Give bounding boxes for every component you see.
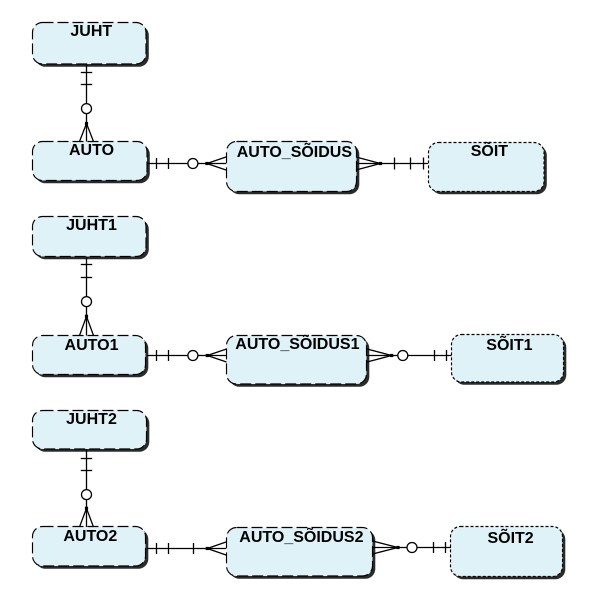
svg-text:AUTO_SÕIDUS2: AUTO_SÕIDUS2 <box>239 526 363 546</box>
svg-text:JUHT: JUHT <box>70 23 112 40</box>
svg-text:JUHT2: JUHT2 <box>66 411 117 428</box>
svg-text:AUTO2: AUTO2 <box>63 528 117 545</box>
svg-text:JUHT1: JUHT1 <box>66 217 117 234</box>
svg-text:AUTO1: AUTO1 <box>65 337 119 354</box>
svg-text:SÕIT: SÕIT <box>471 140 509 160</box>
svg-text:AUTO_SÕIDUS1: AUTO_SÕIDUS1 <box>235 333 359 353</box>
svg-text:AUTO_SÕIDUS: AUTO_SÕIDUS <box>237 141 353 161</box>
svg-text:SÕIT1: SÕIT1 <box>486 334 532 354</box>
svg-text:AUTO: AUTO <box>69 142 114 159</box>
svg-text:SÕIT2: SÕIT2 <box>487 527 533 547</box>
